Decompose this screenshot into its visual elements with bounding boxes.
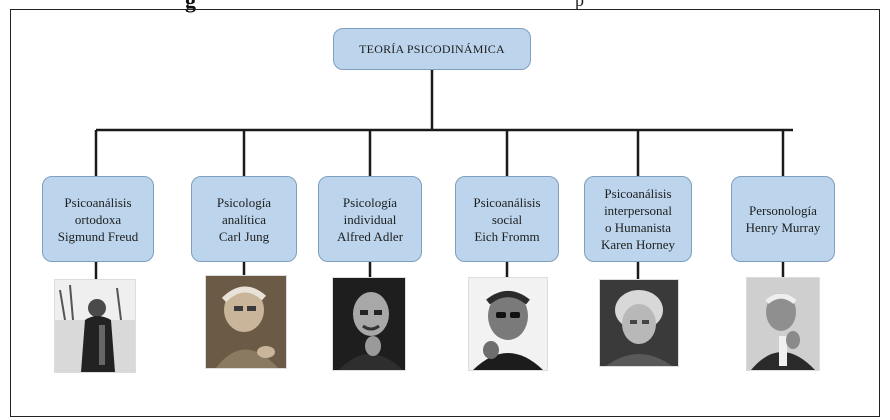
root-node-label: TEORÍA PSICODINÁMICA: [359, 41, 505, 56]
branch-node-murray: Personología Henry Murray: [731, 176, 835, 262]
page-top-fragment: g p: [0, 0, 890, 14]
branch-node-horney: Psicoanálisis interpersonal o Humanista …: [584, 176, 692, 262]
portrait-photo-fromm: [469, 278, 547, 370]
cut-heading-fragment: g: [185, 0, 196, 13]
portrait-photo-jung: [206, 276, 286, 368]
branch-label: Psicoanálisis interpersonal o Humanista …: [601, 186, 675, 252]
branch-label: Psicología analítica Carl Jung: [216, 194, 272, 244]
branch-label: Psicoanálisis ortodoxa Sigmund Freud: [57, 194, 139, 244]
cut-heading-fragment-right: p: [575, 0, 584, 10]
branch-node-jung: Psicología analítica Carl Jung: [191, 176, 297, 262]
branch-label: Psicoanálisis social Eich Fromm: [473, 194, 541, 244]
branch-node-adler: Psicología individual Alfred Adler: [318, 176, 422, 262]
portrait-photo-adler: [333, 278, 405, 370]
portrait-photo-horney: [600, 280, 678, 366]
portrait-photo-murray: [747, 278, 819, 370]
branch-node-fromm: Psicoanálisis social Eich Fromm: [455, 176, 559, 262]
branch-label: Psicología individual Alfred Adler: [336, 194, 404, 244]
diagram-frame: [10, 9, 880, 417]
portrait-photo-freud: [55, 280, 135, 372]
root-node: TEORÍA PSICODINÁMICA: [333, 28, 531, 70]
branch-label: Personología Henry Murray: [745, 203, 821, 235]
branch-node-freud: Psicoanálisis ortodoxa Sigmund Freud: [42, 176, 154, 262]
